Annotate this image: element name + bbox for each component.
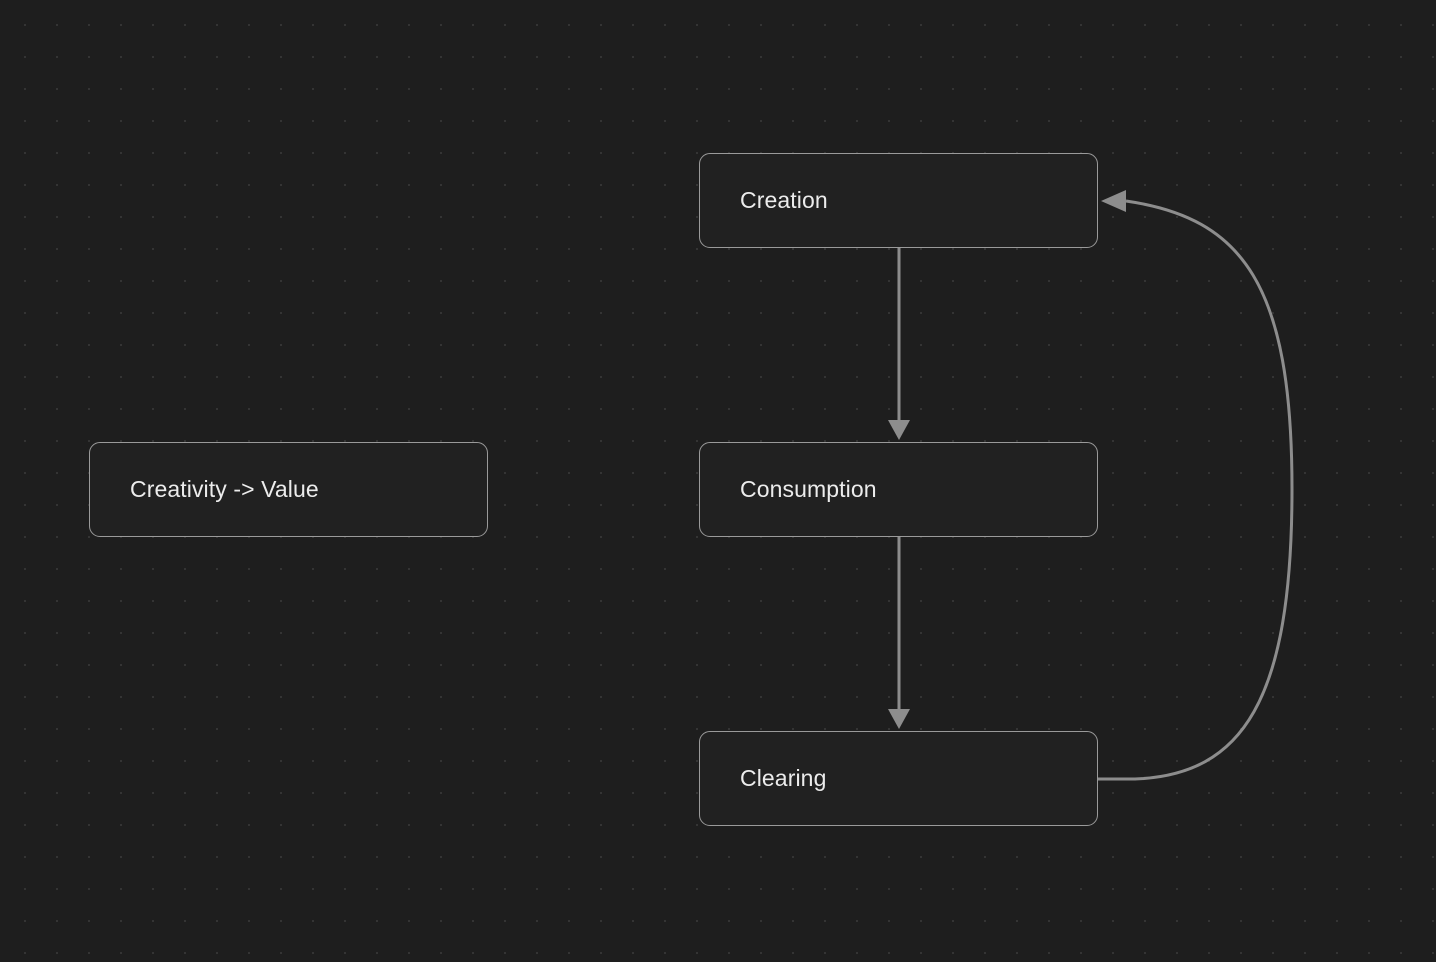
node-creation[interactable]: Creation <box>699 153 1098 248</box>
node-label: Creation <box>740 187 828 213</box>
edge-consumption-to-clearing[interactable] <box>888 537 910 729</box>
edge-clearing-to-creation[interactable] <box>1098 190 1294 781</box>
node-label: Consumption <box>740 476 877 502</box>
arrowhead-icon <box>1101 190 1126 212</box>
node-label: Clearing <box>740 765 827 791</box>
edge-creation-to-consumption[interactable] <box>888 248 910 440</box>
node-clearing[interactable]: Clearing <box>699 731 1098 826</box>
node-consumption[interactable]: Consumption <box>699 442 1098 537</box>
node-creativity-value[interactable]: Creativity -> Value <box>89 442 488 537</box>
node-label: Creativity -> Value <box>130 476 319 502</box>
edge-curve <box>1098 199 1294 781</box>
arrowhead-icon <box>888 420 910 440</box>
arrowhead-icon <box>888 709 910 729</box>
